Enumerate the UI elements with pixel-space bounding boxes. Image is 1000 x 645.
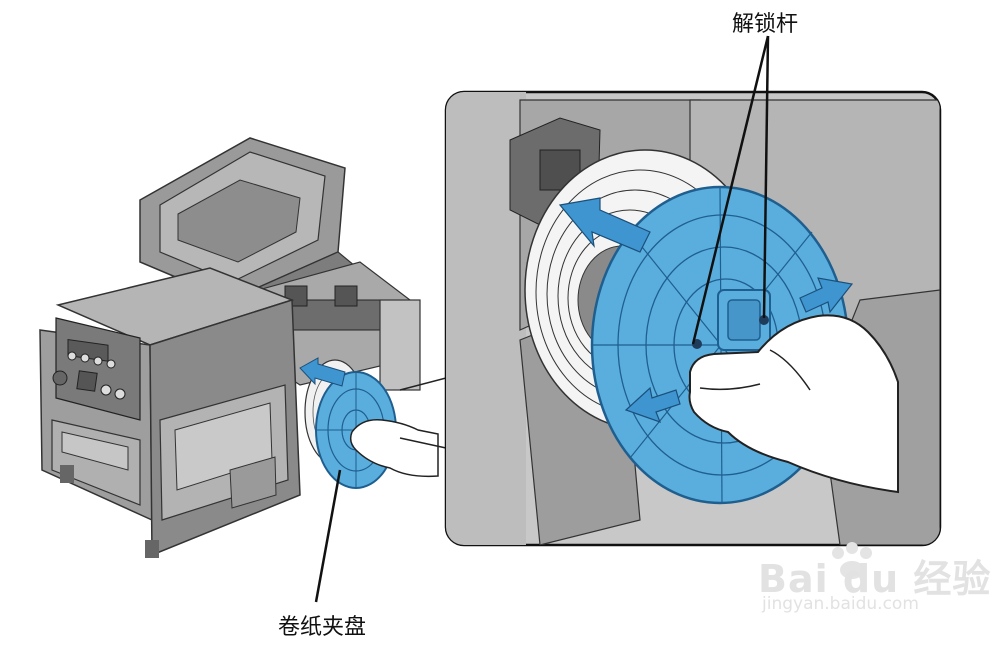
- watermark-brand: Bai du 经验: [758, 557, 992, 601]
- inset-hand-icon: [688, 314, 899, 494]
- release-lever-callout: [691, 35, 770, 345]
- front-panels: [51, 384, 289, 521]
- printer-illustration: [39, 137, 439, 558]
- callout-connector: [399, 377, 447, 391]
- spool-callout: [314, 469, 342, 603]
- printer-foot: [60, 465, 74, 483]
- watermark-url: jingyan.baidu.com: [762, 594, 919, 614]
- squeeze-arrow-bottom-icon: [624, 386, 681, 424]
- main-hand-icon: [349, 419, 439, 478]
- detail-inset: [444, 90, 942, 547]
- release-lever-label: 解锁杆: [732, 12, 799, 37]
- control-panel: [52, 317, 141, 421]
- printer-foot: [145, 540, 159, 558]
- insert-arrow-icon: [558, 197, 651, 253]
- main-arrow-icon: [299, 357, 346, 387]
- callout-connector: [399, 437, 447, 449]
- roll-paper-spool-label: 卷纸夹盘: [278, 615, 367, 640]
- squeeze-arrow-top-icon: [799, 277, 854, 314]
- printer-top-cover: [139, 137, 357, 319]
- baidu-paw-icon: [832, 542, 872, 579]
